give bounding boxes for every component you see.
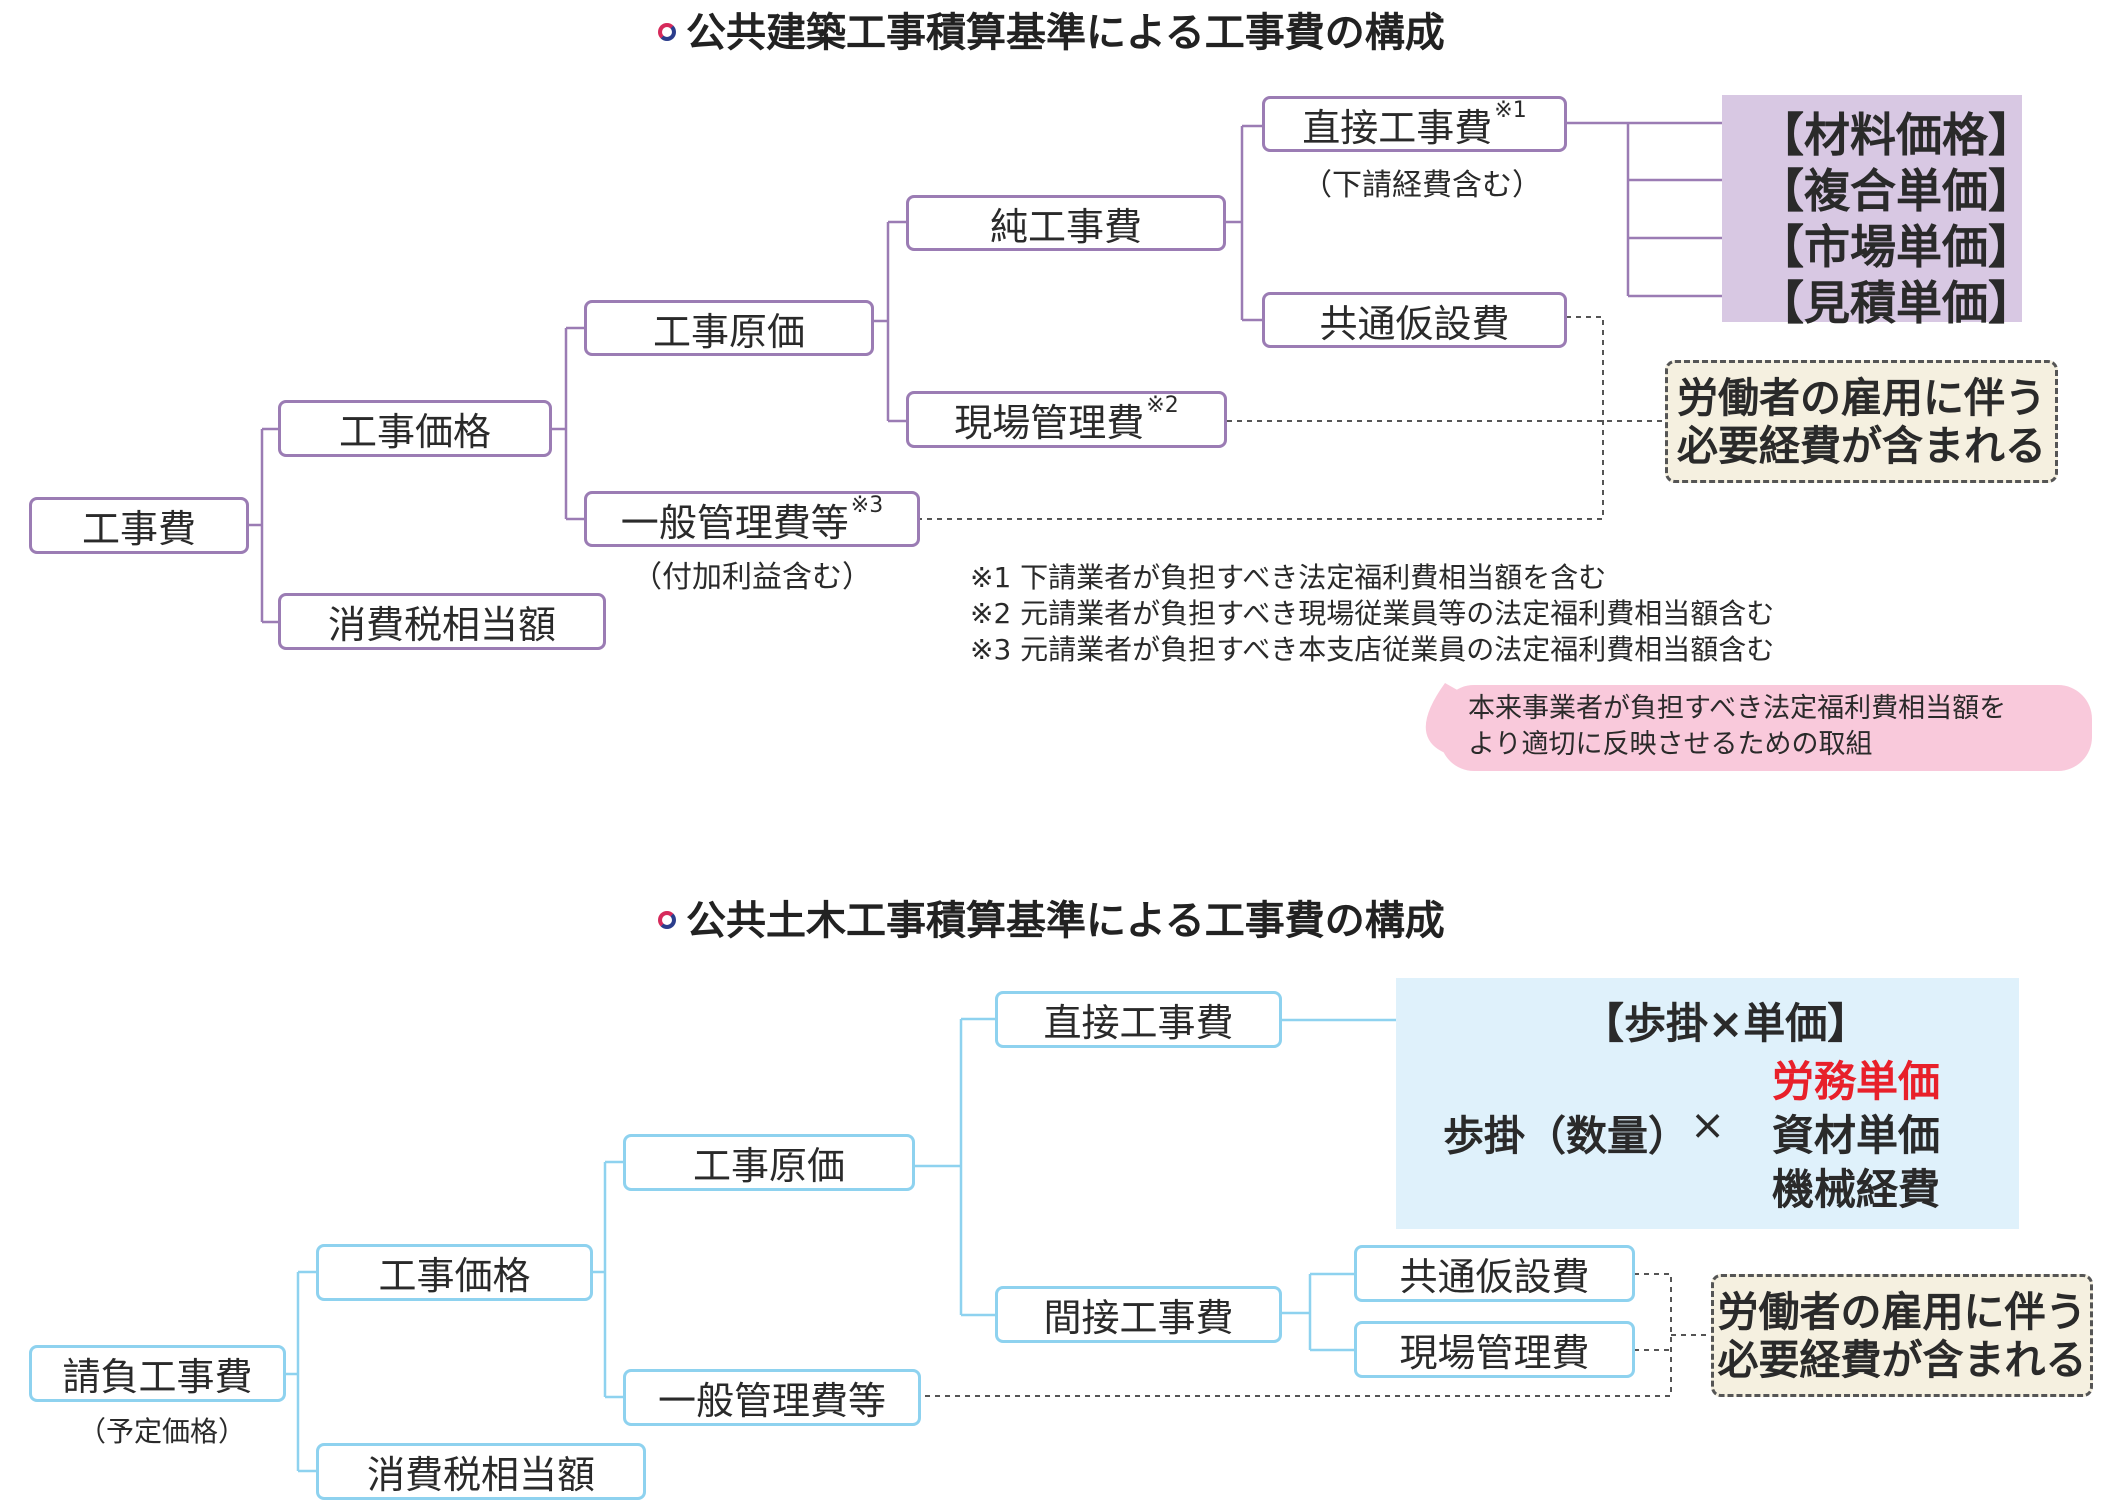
formula-quantity: 歩掛（数量）: [1443, 1112, 1689, 1160]
labor-cost-note: 労働者の雇用に伴う 必要経費が含まれる: [1665, 360, 2058, 483]
footnote-1: ※1 下請業者が負担すべき法定福利費相当額を含む: [970, 561, 1607, 594]
formula-item-shizai: 資材単価: [1772, 1111, 1941, 1160]
circle-bullet-icon: [658, 911, 676, 929]
price-item: 【市場単価】: [1758, 220, 2034, 274]
formula-item-roumu: 労務単価: [1772, 1057, 1941, 1106]
node-shouhizei: 消費税相当額: [278, 593, 606, 650]
node-genba-kanrihi: 現場管理費※2: [906, 391, 1227, 448]
node-ukeoi-koujihi: 請負工事費: [29, 1345, 286, 1402]
formula-times: ×: [1690, 1100, 1726, 1149]
formula-heading: 【歩掛×単価】: [1576, 990, 1876, 1051]
node-kansetsu-koujihi: 間接工事費: [995, 1286, 1282, 1343]
node-chokusetsu-koujihi: 直接工事費※1: [1262, 96, 1567, 152]
ukeoi-sub-label: （予定価格）: [78, 1415, 247, 1448]
price-item: 【複合単価】: [1758, 164, 2034, 218]
labor-cost-note: 労働者の雇用に伴う 必要経費が含まれる: [1711, 1274, 2093, 1397]
node-koujihi: 工事費: [29, 497, 249, 554]
node-chokusetsu-koujihi: 直接工事費: [995, 991, 1282, 1048]
node-ippan-kanrihi: 一般管理費等: [623, 1369, 921, 1426]
node-ippan-kanrihi: 一般管理費等※3: [584, 491, 920, 547]
node-junkoujihi: 純工事費: [906, 195, 1226, 251]
node-genba-kanrihi: 現場管理費: [1354, 1321, 1635, 1378]
chokusetsu-sub-label: （下請経費含む）: [1302, 168, 1542, 203]
footnote-2: ※2 元請業者が負担すべき現場従業員等の法定福利費相当額含む: [970, 597, 1775, 630]
node-kyoutsuu-kasetsuhi: 共通仮設費: [1262, 292, 1567, 348]
section2-title: 公共土木工事積算基準による工事費の構成: [658, 888, 1445, 946]
formula-item-kikai: 機械経費: [1772, 1165, 1941, 1214]
node-koujikakaku: 工事価格: [316, 1244, 593, 1301]
price-items-box: 【材料価格】 【複合単価】 【市場単価】 【見積単価】: [1722, 95, 2034, 330]
node-koujigenka: 工事原価: [623, 1134, 915, 1191]
price-item: 【材料価格】: [1758, 108, 2034, 162]
price-item: 【見積単価】: [1758, 276, 2034, 330]
ippan-sub-label: （付加利益含む）: [632, 560, 872, 595]
circle-bullet-icon: [658, 23, 676, 41]
footnote-3: ※3 元請業者が負担すべき本支店従業員の法定福利費相当額含む: [970, 633, 1775, 666]
node-kyoutsuu-kasetsuhi: 共通仮設費: [1354, 1245, 1635, 1302]
speech-bubble: 本来事業者が負担すべき法定福利費相当額を より適切に反映させるための取組: [1440, 685, 2092, 771]
node-koujigenka: 工事原価: [584, 300, 874, 356]
node-shouhizei: 消費税相当額: [316, 1443, 646, 1500]
node-koujikakaku: 工事価格: [278, 400, 552, 457]
section1-title: 公共建築工事積算基準による工事費の構成: [658, 0, 1445, 58]
